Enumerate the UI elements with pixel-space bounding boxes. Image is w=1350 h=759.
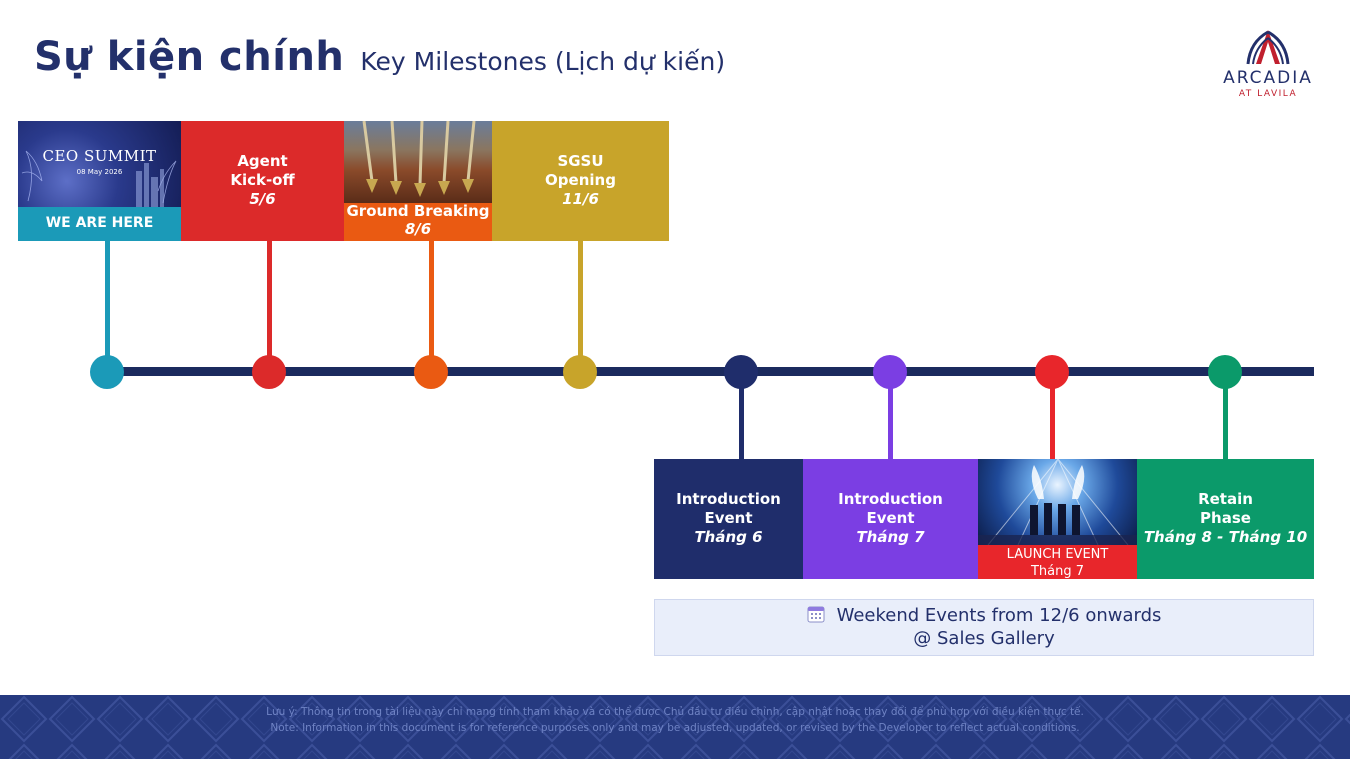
logo-brand: ARCADIA — [1223, 68, 1313, 88]
ground-breaking-label: Ground Breaking — [346, 202, 490, 220]
agent-date: 5/6 — [249, 190, 276, 208]
sgsu-date: 11/6 — [562, 190, 599, 208]
footer-band: Lưu ý: Thông tin trong tài liệu này chỉ … — [0, 695, 1350, 759]
page-subtitle: Key Milestones (Lịch dự kiến) — [360, 47, 726, 76]
dot-agent-kickoff — [252, 355, 286, 389]
milestone-launch-event: LAUNCH EVENT Tháng 7 — [978, 459, 1137, 579]
dot-intro-july — [873, 355, 907, 389]
milestone-sgsu-opening: SGSU Opening 11/6 — [492, 121, 669, 241]
ceo-summit-title: CEO SUMMIT — [42, 147, 157, 165]
intro-june-line1: Introduction — [676, 490, 781, 508]
milestone-intro-june: Introduction Event Tháng 6 — [654, 459, 803, 579]
agent-line1: Agent — [237, 152, 288, 170]
retain-date: Tháng 8 - Tháng 10 — [1143, 528, 1308, 546]
milestone-intro-july: Introduction Event Tháng 7 — [803, 459, 978, 579]
ceo-summit-image: CEO SUMMIT 08 May 2026 — [18, 121, 181, 207]
launch-event-label: LAUNCH EVENT — [1006, 547, 1109, 562]
dot-ceo-summit — [90, 355, 124, 389]
arcadia-logo: ARCADIA AT LAVILA — [1208, 28, 1328, 100]
stem-ground-breaking — [429, 241, 434, 371]
weekend-line1: Weekend Events from 12/6 onwards — [836, 605, 1162, 626]
intro-june-date: Tháng 6 — [694, 528, 763, 546]
calendar-icon — [807, 606, 825, 623]
milestone-agent-kickoff: Agent Kick-off 5/6 — [181, 121, 344, 241]
stem-sgsu-opening — [578, 241, 583, 371]
launch-event-image — [978, 459, 1137, 545]
stem-ceo-summit — [105, 241, 110, 371]
retain-line2: Phase — [1200, 509, 1251, 527]
intro-june-line2: Event — [704, 509, 753, 527]
intro-july-date: Tháng 7 — [856, 528, 925, 546]
sgsu-line1: SGSU — [557, 152, 604, 170]
ground-breaking-image — [344, 121, 492, 203]
page-title: Sự kiện chính — [34, 34, 345, 80]
weekend-events-box: Weekend Events from 12/6 onwards @ Sales… — [654, 599, 1314, 656]
dot-ground-breaking — [414, 355, 448, 389]
intro-july-line1: Introduction — [838, 490, 943, 508]
milestone-retain-phase: Retain Phase Tháng 8 - Tháng 10 — [1137, 459, 1314, 579]
logo-brand-sub: AT LAVILA — [1238, 89, 1298, 99]
agent-line2: Kick-off — [230, 171, 295, 189]
sgsu-line2: Opening — [545, 171, 616, 189]
timeline-axis — [107, 367, 1314, 376]
milestone-ground-breaking: Ground Breaking 8/6 — [344, 121, 492, 241]
weekend-line1-row: Weekend Events from 12/6 onwards — [655, 604, 1313, 627]
stem-launch-event — [1050, 372, 1055, 459]
launch-event-date: Tháng 7 — [1030, 564, 1085, 579]
page-header: Sự kiện chính Key Milestones (Lịch dự ki… — [34, 34, 725, 80]
stem-intro-july — [888, 372, 893, 459]
dot-launch-event — [1035, 355, 1069, 389]
stem-retain-phase — [1223, 372, 1228, 459]
weekend-line2: @ Sales Gallery — [913, 628, 1055, 649]
dot-intro-june — [724, 355, 758, 389]
milestone-ceo-summit: CEO SUMMIT 08 May 2026 WE ARE HERE — [18, 121, 181, 241]
ground-breaking-date: 8/6 — [404, 220, 432, 238]
stem-intro-june — [739, 372, 744, 459]
intro-july-line2: Event — [866, 509, 915, 527]
footer-note-en: Note: Information in this document is fo… — [270, 722, 1080, 734]
we-are-here-label: WE ARE HERE — [45, 215, 154, 231]
arch-logo-icon — [1246, 30, 1290, 65]
retain-line1: Retain — [1198, 490, 1253, 508]
dot-retain-phase — [1208, 355, 1242, 389]
ceo-summit-date: 08 May 2026 — [76, 168, 123, 176]
dot-sgsu-opening — [563, 355, 597, 389]
footer-pattern — [0, 695, 1350, 759]
footer-note-vi: Lưu ý: Thông tin trong tài liệu này chỉ … — [266, 706, 1084, 718]
stem-agent-kickoff — [267, 241, 272, 371]
